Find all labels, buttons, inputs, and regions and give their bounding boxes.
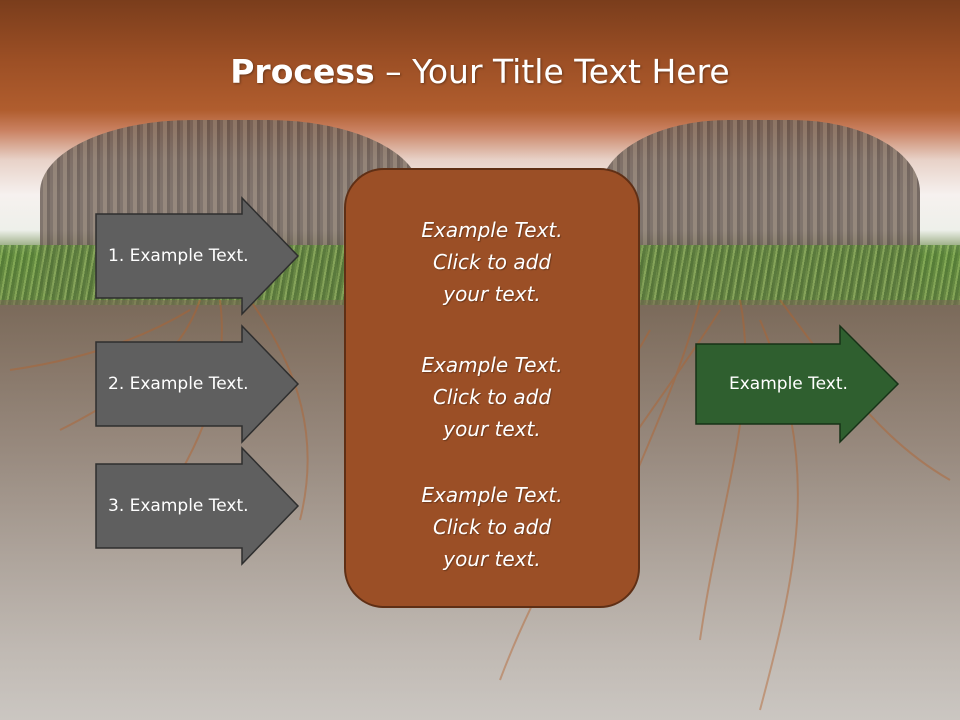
step-arrow-2[interactable]: 2. Example Text. <box>95 324 300 444</box>
result-arrow[interactable]: Example Text. <box>695 324 900 444</box>
center-block-2-line-1: Example Text. <box>421 353 563 377</box>
center-block-2-line-3: your text. <box>443 417 541 441</box>
arrow-shape-icon <box>95 196 300 316</box>
center-block-3-line-1: Example Text. <box>421 483 563 507</box>
center-block-3-line-2: Click to add <box>432 515 552 539</box>
center-text-box[interactable]: Example Text. Click to add your text. Ex… <box>344 168 640 608</box>
result-label: Example Text. <box>729 374 848 394</box>
center-block-3-line-3: your text. <box>443 547 541 571</box>
step-arrow-1[interactable]: 1. Example Text. <box>95 196 300 316</box>
center-block-2: Example Text. Click to add your text. <box>346 349 638 445</box>
arrow-shape-icon <box>95 446 300 566</box>
center-block-1-line-2: Click to add <box>432 250 552 274</box>
step-arrow-3[interactable]: 3. Example Text. <box>95 446 300 566</box>
step-label-2: 2. Example Text. <box>108 374 249 394</box>
center-block-2-line-2: Click to add <box>432 385 552 409</box>
title-bold: Process <box>230 52 375 91</box>
center-block-1-line-3: your text. <box>443 282 541 306</box>
step-label-3: 3. Example Text. <box>108 496 249 516</box>
slide-title[interactable]: Process – Your Title Text Here <box>0 52 960 91</box>
arrow-shape-icon <box>95 324 300 444</box>
arrow-shape-icon <box>695 324 900 444</box>
title-rest: – Your Title Text Here <box>374 52 730 91</box>
center-block-1-line-1: Example Text. <box>421 218 563 242</box>
center-block-1: Example Text. Click to add your text. <box>346 214 638 310</box>
title-bar: Process – Your Title Text Here <box>0 0 960 140</box>
center-block-3: Example Text. Click to add your text. <box>346 479 638 575</box>
step-label-1: 1. Example Text. <box>108 246 249 266</box>
